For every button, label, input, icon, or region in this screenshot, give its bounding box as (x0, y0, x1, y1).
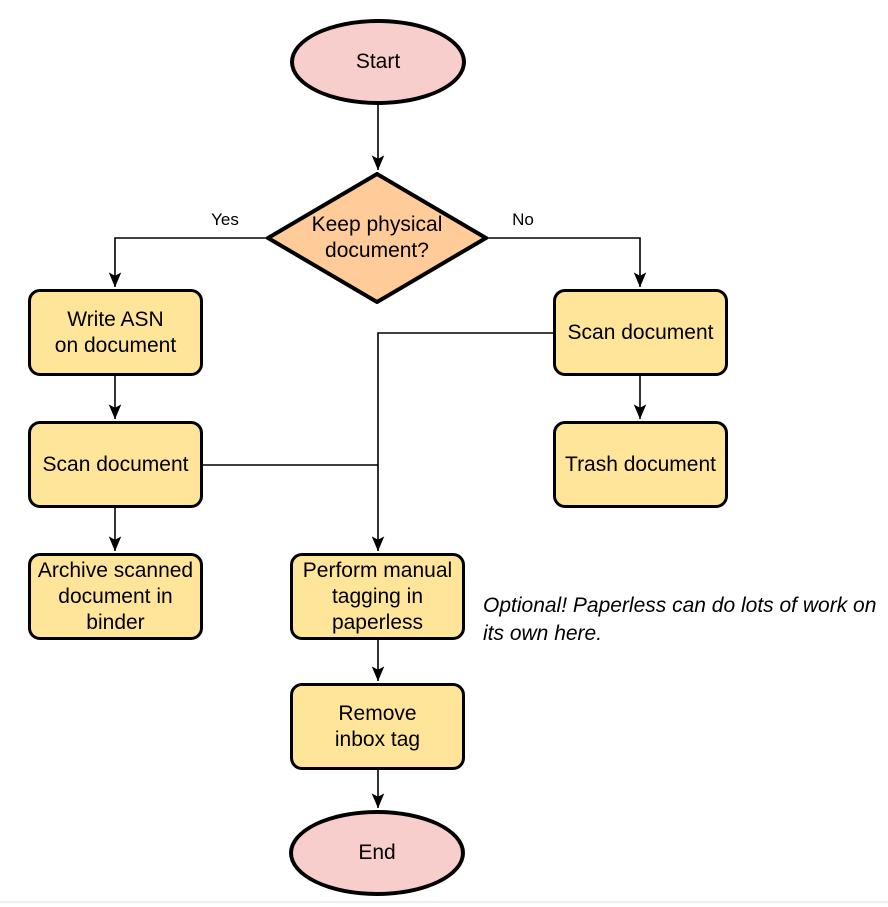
connector-decision-no-to-scan-right (488, 237, 647, 288)
node-scan-document-left: Scan document (28, 421, 203, 508)
node-scan-document-right: Scan document (553, 289, 728, 376)
connector-scan-right-to-tagging (371, 332, 553, 552)
node-start-label: Start (355, 50, 401, 73)
node-decision-keep-physical-document: Keep physical document? (266, 172, 488, 304)
edge-label-yes: Yes (197, 210, 253, 230)
annotation-note: Optional! Paperless can do lots of work … (483, 594, 877, 645)
decision-diamond-shape (266, 172, 488, 304)
node-write-asn-label: Write ASN on document (54, 307, 177, 357)
node-manual-tagging: Perform manual tagging in paperless (290, 553, 465, 640)
node-remove-inbox-label: Remove inbox tag (334, 701, 421, 751)
edge-label-no: No (495, 210, 551, 230)
node-scan-right-label: Scan document (567, 320, 714, 344)
node-scan-left-label: Scan document (42, 452, 189, 476)
node-decision-label: Keep physical document? (311, 213, 443, 262)
node-tagging-label: Perform manual tagging in paperless (302, 558, 453, 634)
connector-decision-yes-to-write-asn (108, 237, 266, 288)
node-trash-label: Trash document (565, 452, 716, 476)
node-write-asn-on-document: Write ASN on document (28, 289, 203, 376)
node-archive-scanned-document: Archive scanned document in binder (28, 553, 203, 640)
node-end: End (289, 810, 465, 896)
node-remove-inbox-tag: Remove inbox tag (290, 683, 465, 770)
node-archive-label: Archive scanned document in binder (37, 558, 194, 634)
page-bottom-divider (0, 901, 888, 903)
node-start: Start (290, 19, 466, 105)
node-end-label: End (358, 841, 396, 864)
node-trash-document: Trash document (553, 421, 728, 508)
